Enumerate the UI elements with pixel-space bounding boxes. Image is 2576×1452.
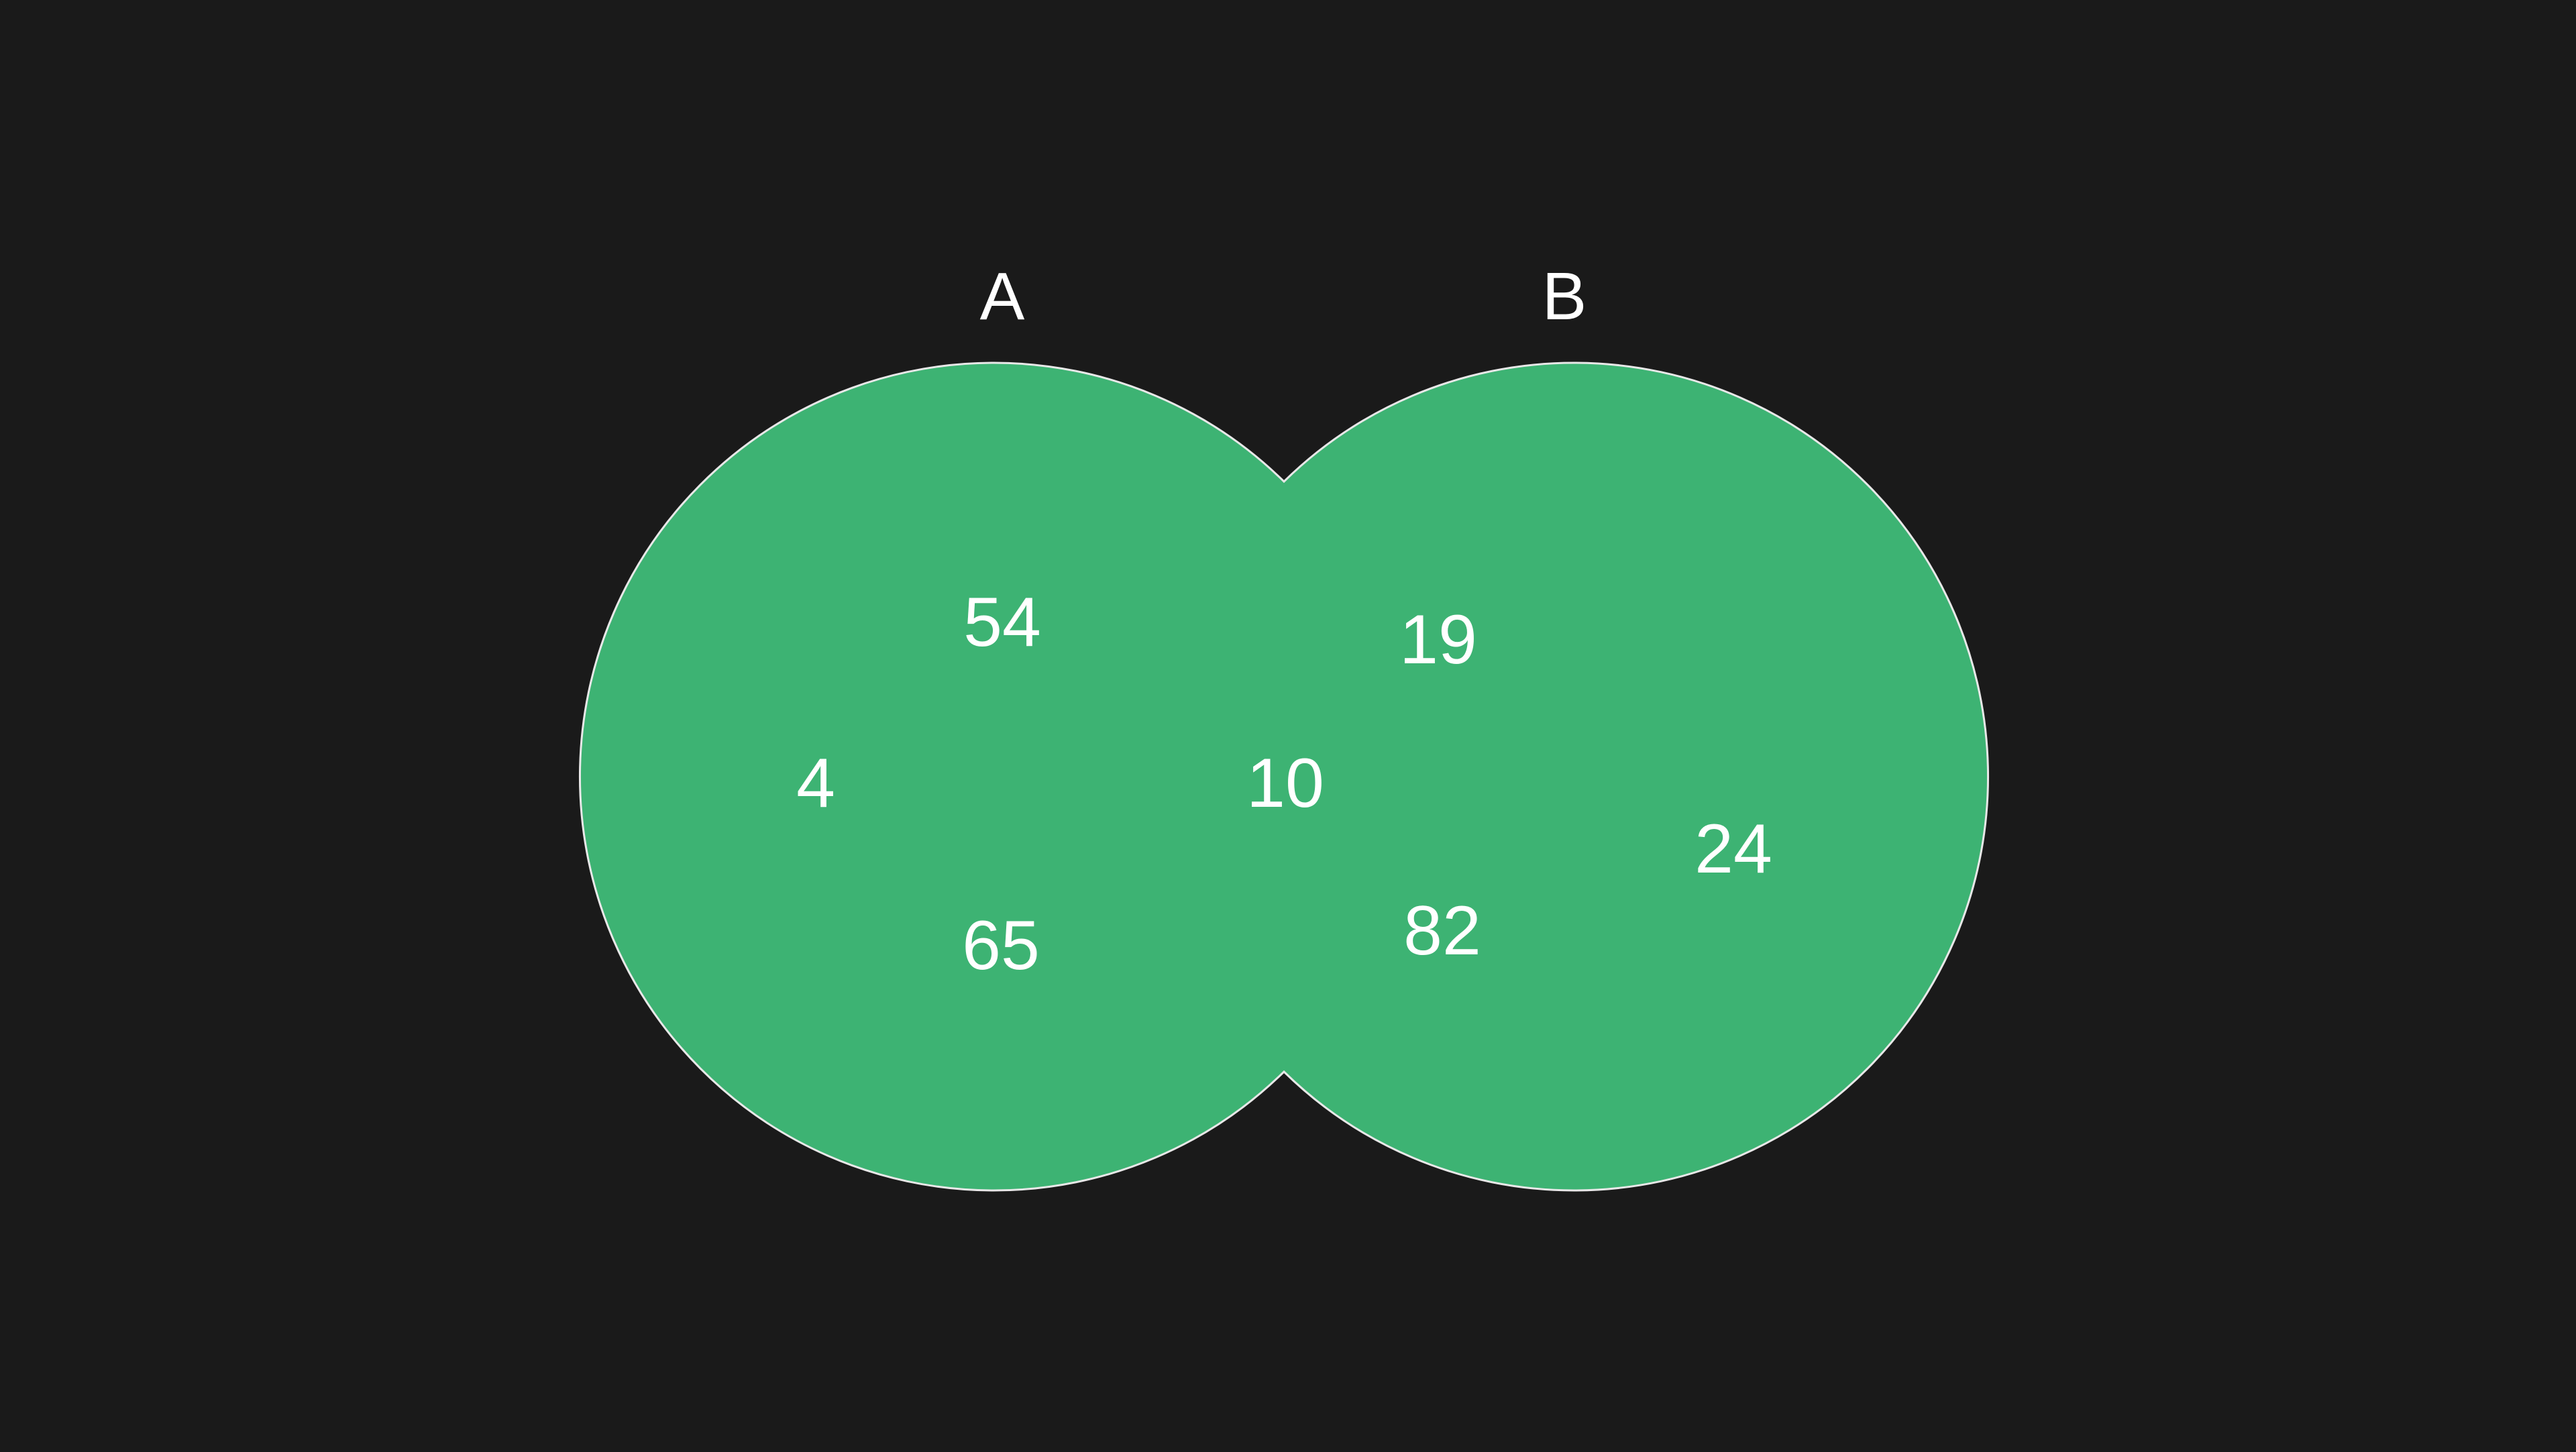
set-label-b: B	[1542, 259, 1587, 334]
region-value: 82	[1403, 892, 1481, 970]
region-value: 10	[1246, 744, 1324, 822]
venn-union-shape	[578, 361, 1990, 1192]
region-value: 54	[963, 583, 1041, 661]
region-value: 19	[1399, 601, 1477, 679]
region-value: 24	[1695, 810, 1772, 888]
region-value: 65	[962, 907, 1040, 985]
region-value: 4	[796, 744, 835, 822]
set-label-a: A	[980, 259, 1025, 334]
